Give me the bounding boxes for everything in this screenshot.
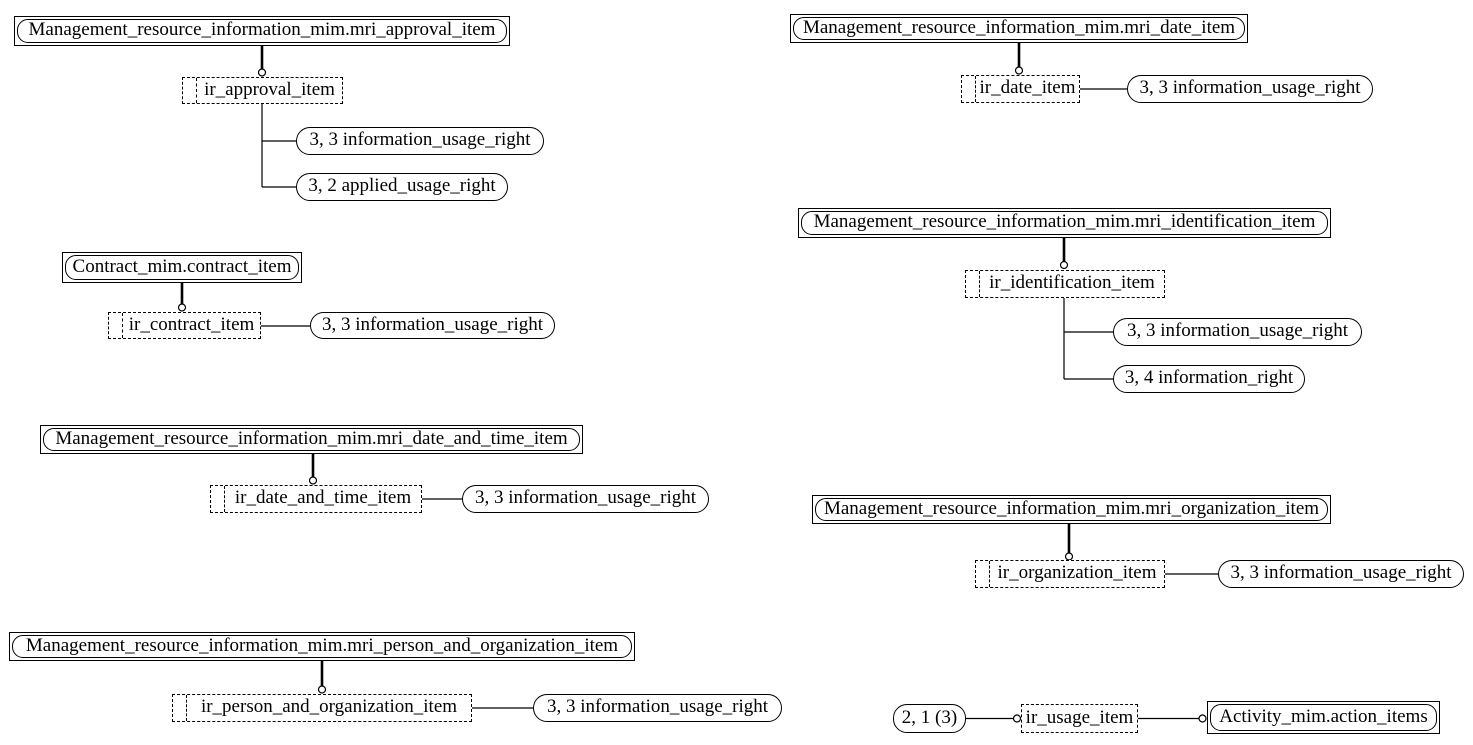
select-box-ir-date-item: ir_date_item <box>961 75 1080 103</box>
entity-label: Contract_mim.contract_item <box>65 255 299 280</box>
entity-label: Management_resource_information_mim.mri_… <box>17 19 507 43</box>
entity-box-mri-person-and-organization-item: Management_resource_information_mim.mri_… <box>9 632 635 661</box>
usage-connectors <box>966 714 1207 723</box>
select-box-ir-approval-item: ir_approval_item <box>182 77 343 104</box>
entity-box-mri-date-item: Management_resource_information_mim.mri_… <box>790 14 1248 43</box>
page-ref-information-usage-right: 3, 3 information_usage_right <box>1127 75 1373 103</box>
select-type-divider <box>173 695 187 721</box>
select-label: ir_person_and_organization_item <box>200 696 458 717</box>
select-type-divider <box>966 271 980 297</box>
page-ref-2-1-3: 2, 1 (3) <box>893 704 966 733</box>
organization-connectors <box>1064 524 1218 575</box>
select-box-ir-contract-item: ir_contract_item <box>108 312 261 339</box>
page-ref-applied-usage-right: 3, 2 applied_usage_right <box>296 173 508 201</box>
page-ref-information-usage-right: 3, 3 information_usage_right <box>1113 318 1362 346</box>
select-label: ir_organization_item <box>997 562 1157 583</box>
identification-connectors <box>1059 238 1113 380</box>
page-ref-information-usage-right: 3, 3 information_usage_right <box>296 127 544 155</box>
page-ref-information-usage-right: 3, 3 information_usage_right <box>533 694 782 722</box>
select-type-divider <box>211 486 225 512</box>
approval-connectors <box>257 46 296 188</box>
page-ref-information-right: 3, 4 information_right <box>1113 365 1305 393</box>
select-type-divider <box>109 313 123 338</box>
entity-label: Management_resource_information_mim.mri_… <box>793 17 1245 40</box>
entity-box-mri-organization-item: Management_resource_information_mim.mri_… <box>812 495 1331 524</box>
select-label: ir_contract_item <box>128 313 255 335</box>
page-ref-information-usage-right: 3, 3 information_usage_right <box>1218 560 1464 588</box>
entity-label: Management_resource_information_mim.mri_… <box>815 498 1328 521</box>
entity-box-activity-action-items: Activity_mim.action_items <box>1207 701 1440 734</box>
select-type-divider <box>962 76 976 102</box>
contract-connectors <box>177 283 310 327</box>
select-box-ir-usage-item: ir_usage_item <box>1021 704 1138 733</box>
select-label: ir_date_and_time_item <box>234 487 412 508</box>
page-ref-information-usage-right: 3, 3 information_usage_right <box>310 312 555 339</box>
select-label: ir_usage_item <box>1025 706 1134 728</box>
entity-box-mri-date-and-time-item: Management_resource_information_mim.mri_… <box>40 425 583 454</box>
select-type-divider <box>183 78 197 103</box>
date-connectors <box>1014 43 1127 90</box>
entity-label: Activity_mim.action_items <box>1210 704 1437 731</box>
page-ref-information-usage-right: 3, 3 information_usage_right <box>462 485 709 513</box>
entity-box-mri-approval-item: Management_resource_information_mim.mri_… <box>14 16 510 46</box>
select-label: ir_date_item <box>979 77 1076 98</box>
select-box-ir-person-and-organization-item: ir_person_and_organization_item <box>172 694 472 722</box>
entity-box-contract-item: Contract_mim.contract_item <box>62 252 302 283</box>
select-type-divider <box>976 561 990 587</box>
date-and-time-connectors <box>308 454 462 500</box>
select-label: ir_approval_item <box>204 78 335 100</box>
select-box-ir-identification-item: ir_identification_item <box>965 270 1165 298</box>
entity-label: Management_resource_information_mim.mri_… <box>801 211 1328 235</box>
select-label: ir_identification_item <box>989 272 1155 293</box>
person-and-organization-connectors <box>317 661 533 709</box>
entity-label: Management_resource_information_mim.mri_… <box>43 428 580 451</box>
entity-box-mri-identification-item: Management_resource_information_mim.mri_… <box>798 208 1331 238</box>
select-box-ir-organization-item: ir_organization_item <box>975 560 1165 588</box>
entity-label: Management_resource_information_mim.mri_… <box>12 635 632 658</box>
select-box-ir-date-and-time-item: ir_date_and_time_item <box>210 485 422 513</box>
